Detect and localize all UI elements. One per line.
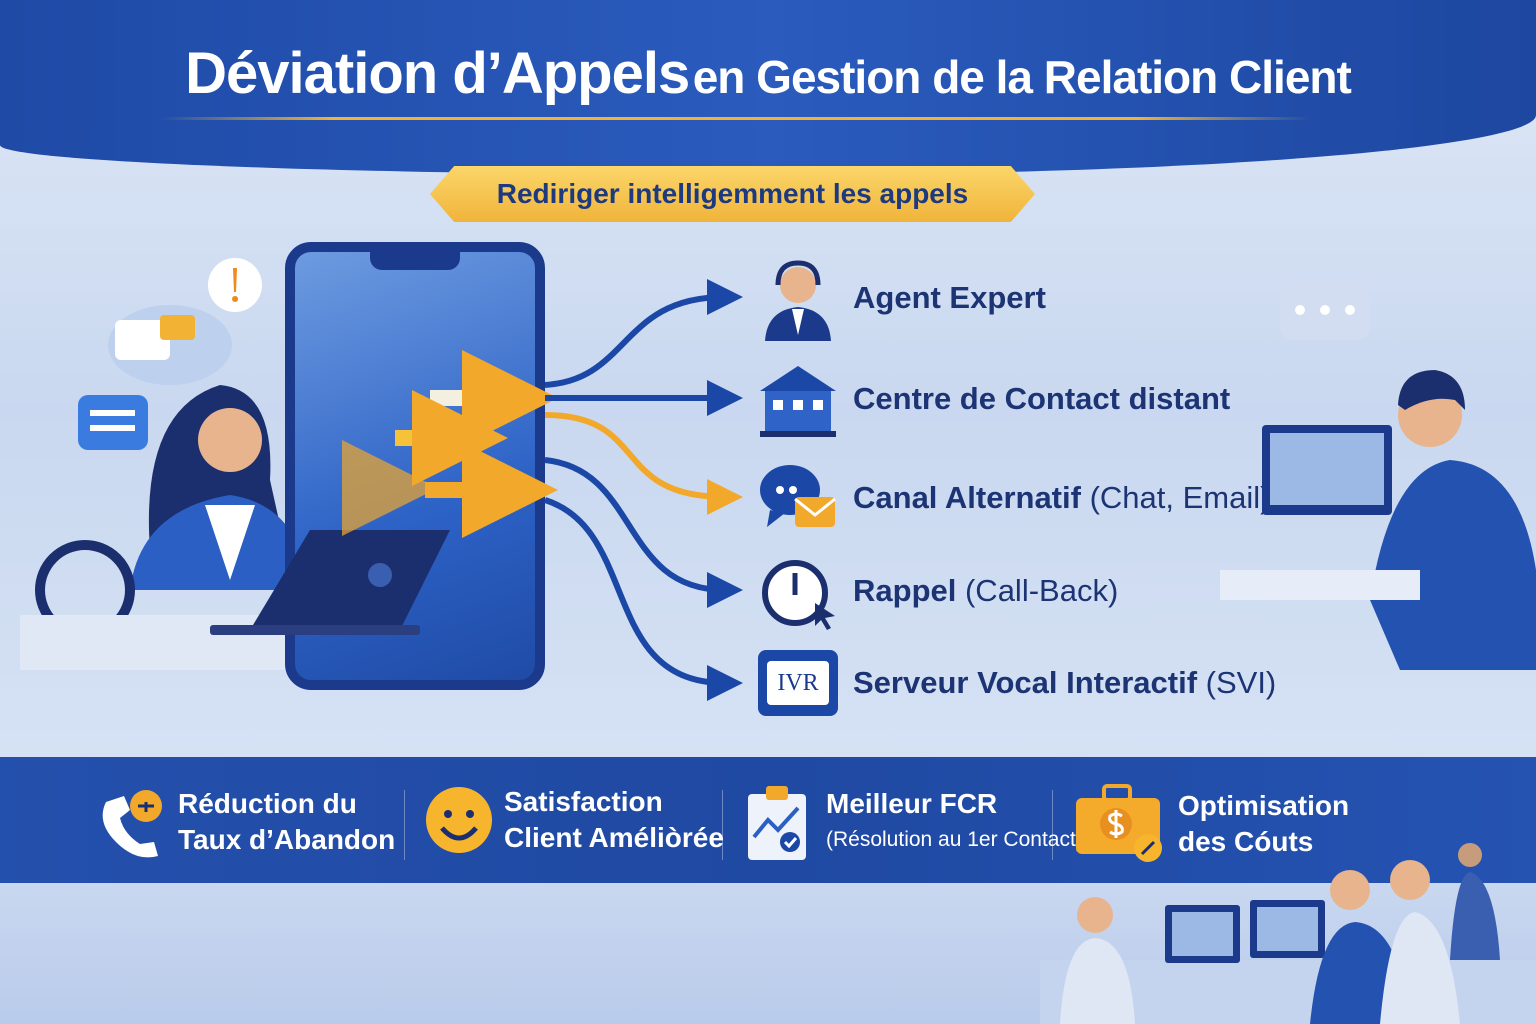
chat-email-icon [760, 465, 836, 527]
benefit-fcr: Meilleur FCR (Résolution au 1er Contact) [744, 782, 1083, 862]
destination-label: Serveur Vocal Interactif [853, 665, 1198, 700]
benefit-line1: Meilleur FCR [826, 788, 998, 819]
flow-arrow-agent [544, 279, 743, 388]
agent-icon [765, 260, 831, 341]
laptop-icon [210, 530, 450, 635]
money-briefcase-icon [1076, 784, 1162, 862]
incoming-arrows [342, 350, 558, 538]
building-icon [760, 366, 836, 437]
benefit-line2: Client Améliòrée [504, 822, 724, 853]
destination-detail: (Call-Back) [964, 573, 1119, 608]
destination-detail: (Chat, Email) [1089, 480, 1271, 515]
smiley-icon [426, 787, 492, 853]
benefit-abandon-rate: Réduction du Taux d’Abandon [96, 782, 395, 862]
phone-icon [102, 790, 162, 858]
title-rest: en Gestion de la Relation Client [692, 51, 1352, 103]
title-bold: Déviation d’Appels [185, 41, 690, 106]
flow-arrow-channel [544, 412, 743, 515]
benefit-cost-optimisation: Optimisation des Cóuts [1074, 782, 1349, 866]
destination-label: Centre de Contact distant [853, 381, 1231, 416]
destination-label: Canal Alternatif [853, 480, 1081, 515]
clipboard-chart-icon [748, 786, 806, 860]
customer-agent-illustration [20, 258, 320, 670]
flow-arrow-callback [544, 457, 743, 608]
ivr-icon-label: IVR [767, 661, 829, 705]
benefit-line2: (Résolution au 1er Contact) [826, 828, 1083, 851]
destination-remote-contact-center: Centre de Contact distant [755, 356, 1230, 442]
destination-label: Rappel [853, 573, 957, 608]
ivr-icon: IVR [755, 640, 841, 726]
benefit-line2: des Cóuts [1178, 826, 1314, 857]
header-band [0, 0, 1536, 175]
benefit-line1: Satisfaction [504, 786, 663, 817]
destination-detail: (SVI) [1205, 665, 1277, 700]
phone-notch [370, 252, 460, 270]
subtitle-banner: Rediriger intelligemment les appels [430, 166, 1035, 222]
title-underline [160, 117, 1310, 120]
clock-callback-icon [762, 560, 835, 630]
benefit-line1: Réduction du [178, 788, 357, 819]
divider [404, 790, 405, 860]
divider [1052, 790, 1053, 860]
flow-arrow-ivr [544, 497, 743, 701]
divider [722, 790, 723, 860]
destination-label: Agent Expert [853, 280, 1046, 315]
call-center-team-illustration [1040, 843, 1536, 1024]
destination-agent-expert: Agent Expert [755, 255, 1046, 341]
remote-agent-illustration [1220, 280, 1536, 670]
benefit-line2: Taux d’Abandon [178, 824, 396, 855]
page-title: Déviation d’Appels en Gestion de la Rela… [0, 40, 1536, 107]
destination-alternative-channel: Canal Alternatif (Chat, Email) [755, 455, 1270, 541]
benefit-line1: Optimisation [1178, 790, 1350, 821]
destination-ivr: IVR Serveur Vocal Interactif (SVI) [755, 640, 1276, 726]
destination-callback: Rappel (Call-Back) [755, 548, 1118, 634]
